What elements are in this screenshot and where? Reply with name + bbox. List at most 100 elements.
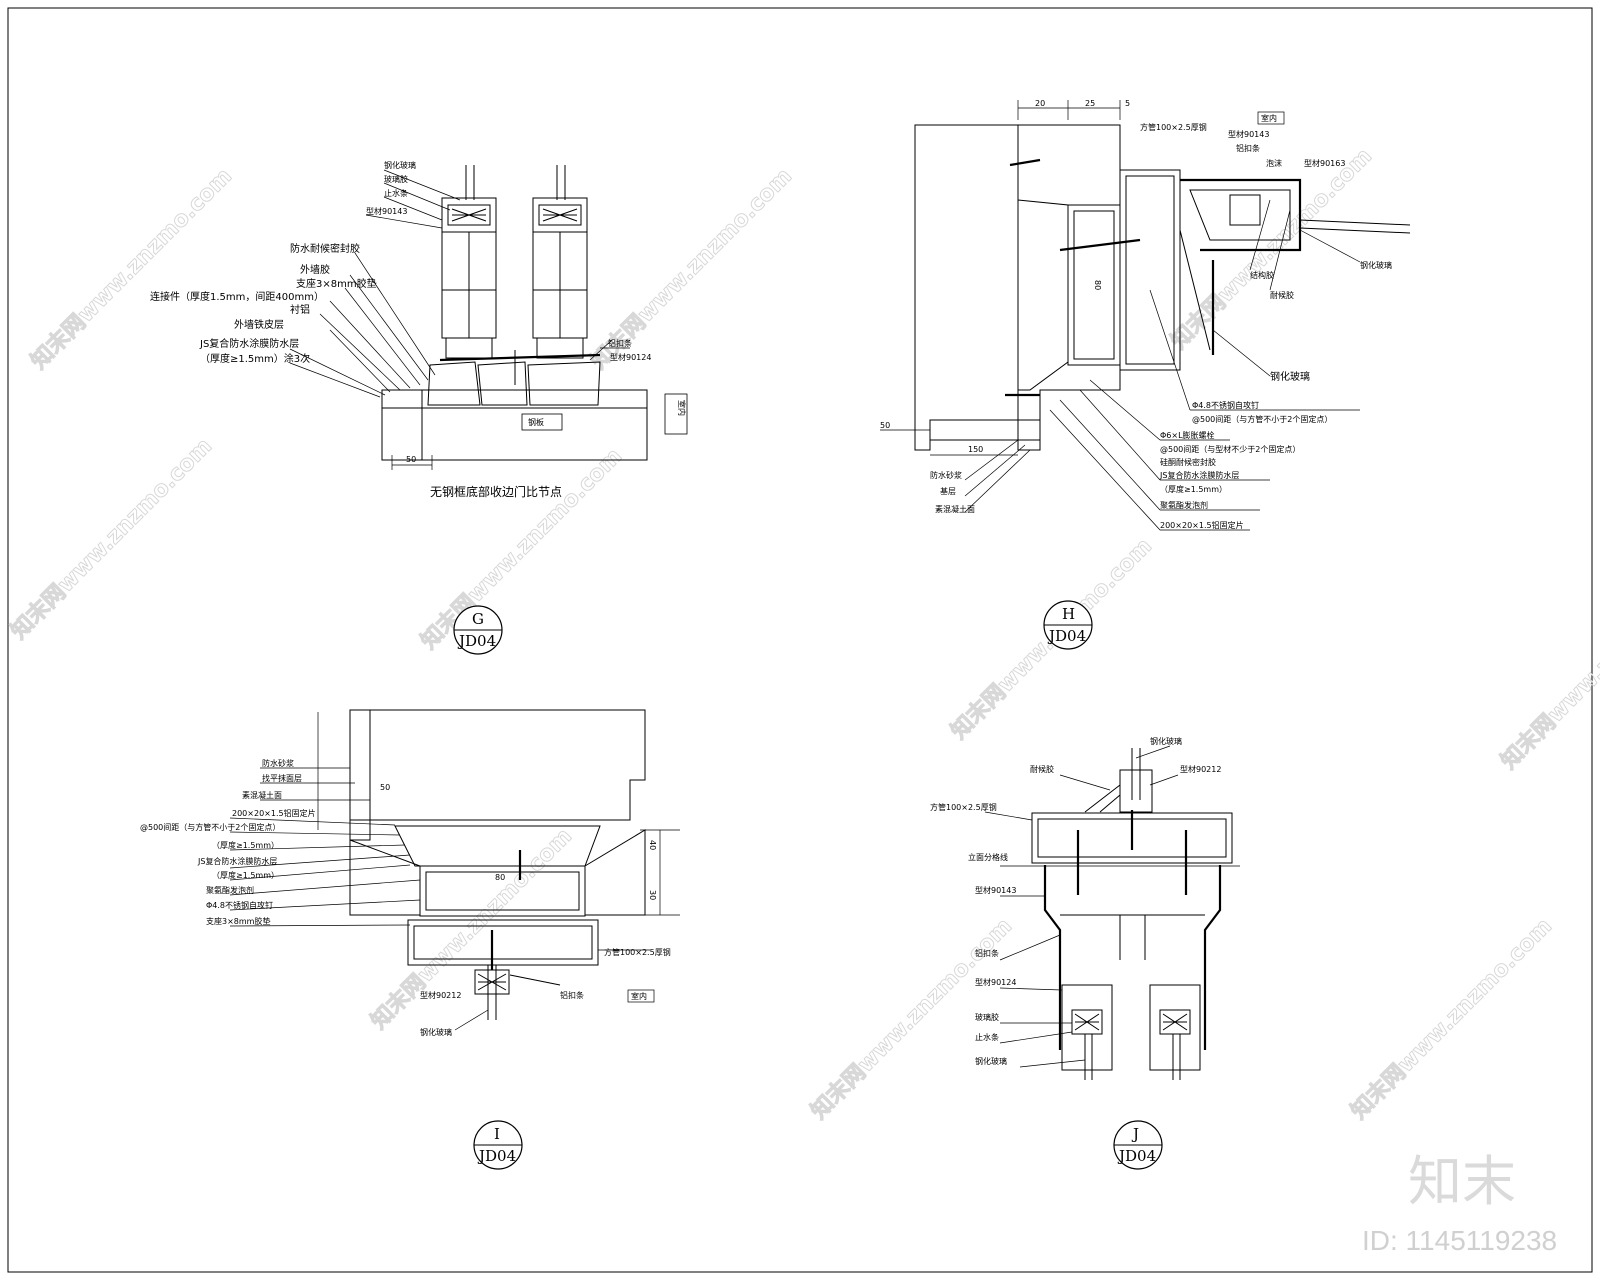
callout-label: 结构胶 [1250, 270, 1274, 280]
dim-label: 80 [1093, 280, 1102, 290]
callout-label: 止水条 [975, 1032, 999, 1042]
callout-label: 外墙铁皮层 [234, 318, 284, 331]
callout-label: 200×20×1.5铝固定片 [232, 808, 316, 818]
bubble-ref: JD04 [1117, 1147, 1156, 1165]
callout-label: 找平抹面层 [262, 773, 302, 783]
callout-label: 防水砂浆 [930, 470, 962, 480]
callout-label: 素混凝土面 [242, 790, 282, 800]
bubble-ref: JD04 [477, 1147, 516, 1165]
detail-i: 50 80 40 30 防水砂浆 找平抹面层 素混凝土面 200×20×1.5铝… [140, 709, 680, 1170]
callout-label: 钢化玻璃 [1150, 736, 1182, 746]
callout-label: 聚氨酯发泡剂 [1160, 500, 1208, 510]
bubble-letter: J [1131, 1125, 1139, 1143]
dim-label: 25 [1085, 99, 1095, 108]
callout-label: 铝扣条 [1236, 143, 1260, 153]
bubble-ref: JD04 [457, 632, 496, 650]
callout-label: 聚氨酯发泡剂 [206, 885, 254, 895]
callout-label: 支座3×8mm胶垫 [206, 916, 270, 926]
callout-label: 型材90143 [366, 206, 407, 216]
watermark-text: 知末网www.znzmo.com [1496, 563, 1600, 774]
callout-label: Φ6×L膨胀螺栓 [1160, 430, 1215, 440]
detail-h: 20 25 5 80 50 150 方管100×2.5厚钢 型材90143 铝扣… [880, 99, 1411, 650]
dim-label: 50 [380, 783, 390, 792]
watermark-text: 知末网www.znzmo.com [1166, 143, 1377, 354]
callout-label: 钢化玻璃 [1270, 370, 1310, 383]
callout-label: 连接件（厚度1.5mm，间距400mm） [150, 290, 324, 303]
callout-label: JS复合防水涂膜防水层 [199, 337, 299, 350]
watermark-text: 知末网www.znzmo.com [416, 443, 627, 654]
callout-label: 泡沫 [1266, 158, 1282, 168]
callout-label: （厚度≥1.5mm） [212, 840, 279, 850]
callout-label: JS复合防水涂膜防水层 [1159, 470, 1239, 480]
callout-label: JS复合防水涂膜防水层 [197, 856, 277, 866]
callout-label: 型材90143 [1228, 129, 1269, 139]
tag-indoor: 室内 [631, 991, 647, 1001]
callout-label: 钢化玻璃 [384, 160, 416, 170]
callout-label: Φ4.8不锈钢自攻钉 [206, 900, 273, 910]
bubble-ref: JD04 [1047, 627, 1086, 645]
detail-g: 钢板 室内 50 钢化玻璃 玻璃胶 止水条 型材90143 防水耐候密封胶 外墙… [150, 160, 688, 655]
callout-label: 耐候胶 [1270, 290, 1294, 300]
callout-label: @500间距（与型材不少于2个固定点） [1160, 444, 1300, 454]
detail-bubble: I JD04 [473, 1120, 523, 1170]
detail-bubble: G JD04 [453, 605, 503, 655]
bubble-letter: G [472, 610, 484, 628]
callout-label: 钢化玻璃 [420, 1027, 452, 1037]
callout-label: 支座3×8mm胶垫 [296, 277, 377, 290]
bubble-letter: I [494, 1125, 500, 1143]
callout-label: 钢化玻璃 [975, 1056, 1007, 1066]
watermark-text: 知末网www.znzmo.com [1346, 913, 1557, 1124]
callout-label: 型材90124 [610, 352, 651, 362]
brand-logo: 知末 [1408, 1150, 1516, 1213]
dim-label: 150 [968, 445, 983, 454]
watermark-text: 知末网www.znzmo.com [6, 433, 217, 644]
tag-indoor: 室内 [1261, 113, 1277, 123]
bubble-letter: H [1062, 605, 1075, 623]
callout-label: 型材90124 [975, 977, 1016, 987]
detail-j: 钢化玻璃 耐候胶 型材90212 方管100×2.5厚钢 立面分格线 型材901… [930, 736, 1240, 1170]
sheet-border [7, 7, 1593, 1273]
detail-bubble: J JD04 [1113, 1120, 1163, 1170]
callout-label: 方管100×2.5厚钢 [930, 802, 997, 812]
dim-label: 40 [648, 840, 657, 850]
callout-label: （厚度≥1.5mm） [212, 870, 279, 880]
callout-label: 素混凝土面 [935, 504, 975, 514]
callout-label: 玻璃胶 [384, 174, 408, 184]
callout-label: 型材90143 [975, 885, 1016, 895]
callout-label: @500间距（与方管不小于2个固定点） [1192, 414, 1332, 424]
callout-label: 型材90212 [420, 990, 461, 1000]
callout-label: Φ4.8不锈钢自攻钉 [1192, 400, 1259, 410]
watermark-layer: 知末网www.znzmo.com 知末网www.znzmo.com 知末网www… [5, 143, 1600, 1125]
image-id-label: ID: 1145119238 [1362, 1225, 1557, 1256]
dim-label: 80 [495, 873, 505, 882]
callout-label: 方管100×2.5厚钢 [604, 947, 671, 957]
callout-label: 防水耐候密封胶 [290, 242, 360, 255]
callout-label: 防水砂浆 [262, 758, 294, 768]
callout-label: 方管100×2.5厚钢 [1140, 122, 1207, 132]
dim-label: 20 [1035, 99, 1045, 108]
tag-steel-plate: 钢板 [528, 417, 544, 427]
watermark-text: 知末网www.znzmo.com [366, 823, 577, 1034]
callout-label: 型材90212 [1180, 764, 1221, 774]
callout-label: 钢化玻璃 [1360, 260, 1392, 270]
callout-label: 耐候胶 [1030, 764, 1054, 774]
callout-label: 衬铝 [290, 303, 310, 316]
dim-label: 50 [406, 455, 416, 464]
callout-label: @500间距（与方管不小于2个固定点） [140, 822, 280, 832]
detail-bubble: H JD04 [1043, 600, 1093, 650]
dim-label: 50 [880, 421, 890, 430]
callout-label: 外墙胶 [300, 263, 330, 276]
callout-label: 玻璃胶 [975, 1012, 999, 1022]
callout-label: 型材90163 [1304, 158, 1345, 168]
callout-label: （厚度≥1.5mm）涂3次 [200, 352, 310, 365]
callout-label: 基层 [940, 486, 956, 496]
callout-label: 硅酮耐候密封胶 [1160, 457, 1216, 467]
dim-label: 5 [1125, 99, 1130, 108]
callout-label: （厚度≥1.5mm） [1160, 484, 1227, 494]
tag-indoor: 室内 [677, 400, 687, 416]
callout-label: 200×20×1.5铝固定片 [1160, 520, 1244, 530]
callout-label: 铝扣条 [560, 990, 584, 1000]
dim-label: 30 [648, 890, 657, 900]
callout-label: 铝扣条 [608, 338, 632, 348]
detail-caption: 无钢框底部收边门比节点 [430, 484, 562, 499]
